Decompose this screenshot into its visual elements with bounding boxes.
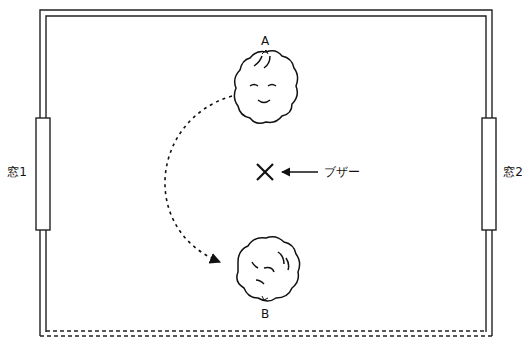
- window-1: [36, 118, 50, 230]
- position-label: A: [261, 35, 269, 47]
- window-2: [482, 118, 496, 230]
- position-label: B: [261, 308, 269, 320]
- baby-head-b: [237, 237, 300, 301]
- movement-arc: [165, 96, 232, 262]
- leader-arrow: [282, 171, 318, 172]
- buzzer-mark: [257, 164, 273, 180]
- buzzer-label: ブザー: [324, 166, 360, 178]
- room-walls: [40, 10, 492, 336]
- window-label: 窓1: [7, 166, 27, 178]
- window-label: 窓2: [503, 166, 523, 178]
- baby-head-a: [234, 50, 297, 123]
